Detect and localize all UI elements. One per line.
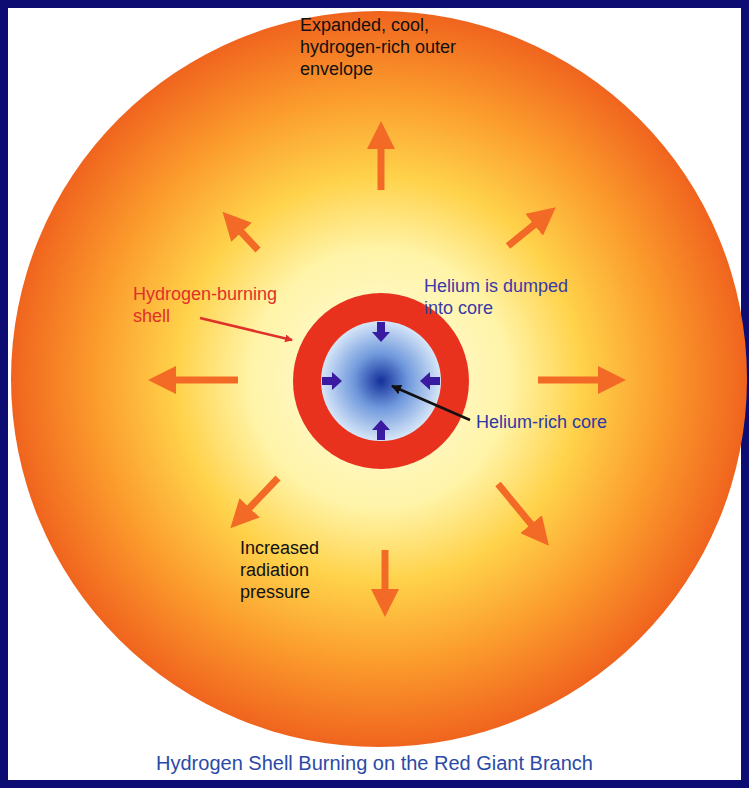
envelope-label: Expanded, cool, hydrogen-rich outer enve…	[300, 14, 470, 80]
infall-arrows	[322, 322, 440, 440]
helium-core	[321, 321, 441, 441]
dump-label: Helium is dumped into core	[424, 275, 599, 319]
outer-envelope	[11, 11, 747, 747]
pressure-arrows	[162, 135, 612, 603]
caption: Hydrogen Shell Burning on the Red Giant …	[8, 752, 741, 775]
core-label: Helium-rich core	[476, 411, 676, 433]
shell-leader	[200, 318, 292, 340]
hydrogen-shell	[293, 293, 469, 469]
shell-label: Hydrogen-burning shell	[133, 283, 283, 327]
pressure-label: Increased radiation pressure	[240, 537, 355, 603]
core-leader	[392, 386, 470, 420]
